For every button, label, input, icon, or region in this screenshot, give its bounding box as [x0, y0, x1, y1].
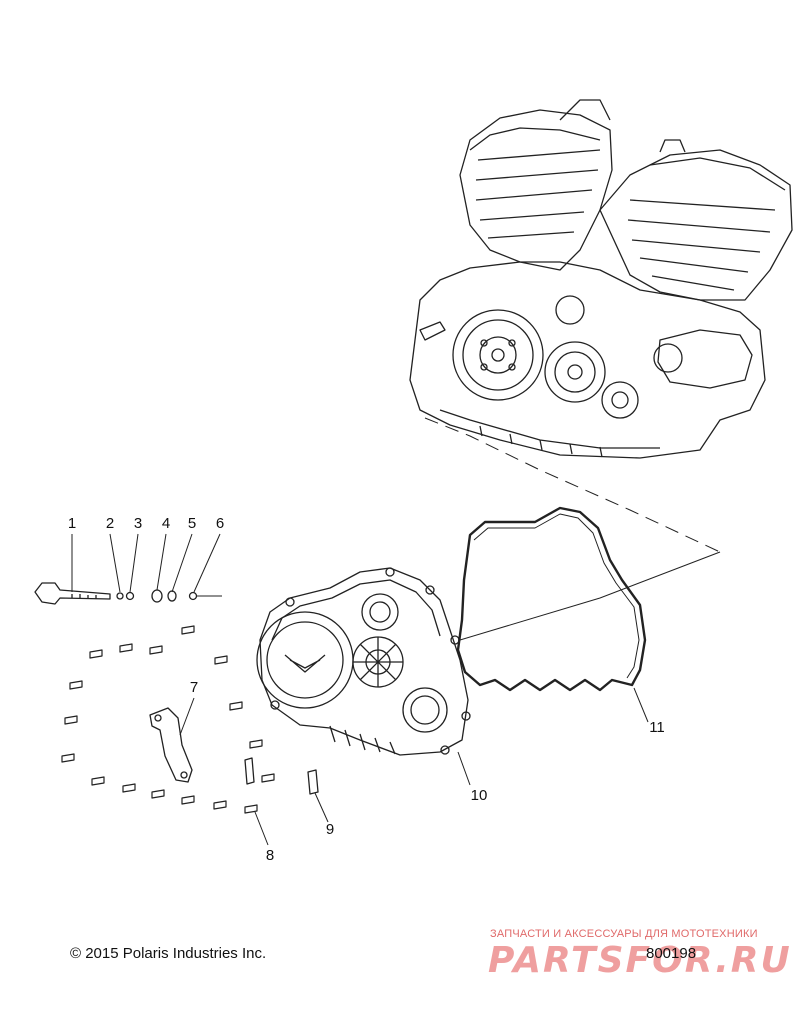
watermark-tagline: ЗАПЧАСТИ И АКСЕССУАРЫ ДЛЯ МОТОТЕХНИКИ	[490, 928, 758, 940]
callout-7: 7	[189, 679, 199, 696]
document-number: 800198	[646, 945, 697, 962]
bracket	[149, 707, 193, 783]
callout-6: 6	[215, 515, 225, 532]
shaft-assembly	[34, 582, 222, 605]
callout-8: 8	[265, 847, 275, 864]
callout-2: 2	[105, 515, 115, 532]
clip	[244, 757, 255, 785]
callout-1: 1	[67, 515, 77, 532]
watermark-logo: PARTSFOR.RU	[488, 940, 792, 981]
primary-cover	[256, 567, 471, 756]
engine-assembly	[409, 99, 793, 459]
callout-5: 5	[187, 515, 197, 532]
callout-3: 3	[133, 515, 143, 532]
clip	[307, 769, 319, 795]
callout-9: 9	[325, 821, 335, 838]
callout-4: 4	[161, 515, 171, 532]
copyright-notice: © 2015 Polaris Industries Inc.	[70, 945, 267, 962]
callout-11: 11	[649, 719, 665, 736]
callout-10: 10	[470, 787, 488, 804]
bolt-set	[61, 625, 275, 814]
cover-gasket	[456, 506, 647, 692]
